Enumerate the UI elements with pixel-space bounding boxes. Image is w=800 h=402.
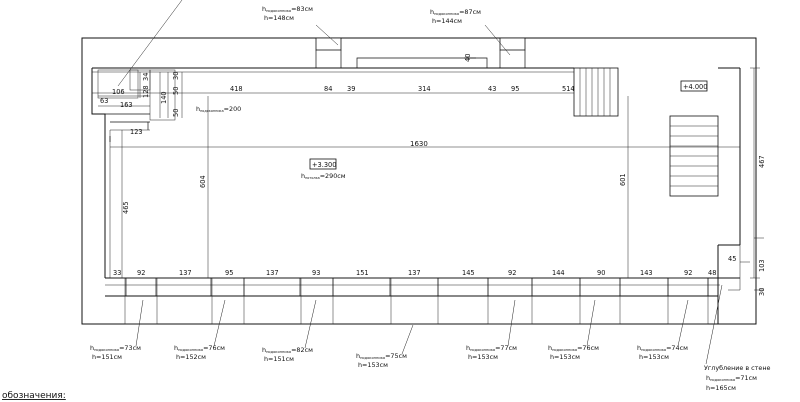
left-room-details <box>92 69 183 142</box>
top-window-openings <box>315 37 526 68</box>
top-dim-43: 43 <box>488 85 496 93</box>
dim-50a: 50 <box>172 87 180 95</box>
bottom-dim-151: 151 <box>356 269 369 277</box>
niche-sill: hподоконника=71см <box>706 374 757 382</box>
dim-123: 123 <box>130 128 143 136</box>
niche-title: Углубление в стене <box>704 364 771 372</box>
bottom-dim-137a: 137 <box>179 269 192 277</box>
vdim-467: 467 <box>758 155 766 168</box>
bottom-dim-95: 95 <box>225 269 233 277</box>
window-5-sill: hподоконника=77см <box>466 344 517 352</box>
window-6-height: h=153см <box>550 353 580 361</box>
vdim-45: 45 <box>728 255 736 263</box>
window-2-sill: hподоконника=76см <box>174 344 225 352</box>
total-length-dim: 1630 <box>410 140 428 148</box>
bottom-dim-93: 93 <box>312 269 320 277</box>
window-3-height: h=151см <box>264 355 294 363</box>
top-window-2-sill: hподоконника=87см <box>430 8 481 16</box>
level-marker-main <box>309 158 337 170</box>
vdim-465: 465 <box>122 201 130 214</box>
window-1-sill: hподоконника=73см <box>90 344 141 352</box>
dimension-lines <box>92 67 764 291</box>
building-outline <box>81 37 757 325</box>
window-6-sill: hподоконника=76см <box>548 344 599 352</box>
top-dim-514: 514 <box>562 85 575 93</box>
top-dim-163: 163 <box>120 101 133 109</box>
legend-title: обозначения: <box>2 391 66 401</box>
dim-30: 30 <box>172 72 180 80</box>
top-window-2-height: h=144см <box>432 17 462 25</box>
top-dim-39: 39 <box>347 85 355 93</box>
window-7-height: h=153см <box>639 353 669 361</box>
dim-128: 128 <box>142 85 150 98</box>
bottom-dim-48: 48 <box>708 269 716 277</box>
top-window-1-height: h=148см <box>264 14 294 22</box>
top-window-1-sill: hподоконника=83см <box>262 5 313 13</box>
bottom-dim-92: 92 <box>137 269 145 277</box>
dim-140: 140 <box>160 91 168 104</box>
window-1-height: h=151см <box>92 353 122 361</box>
top-dim-84: 84 <box>324 85 332 93</box>
window-7-sill: hподоконника=74см <box>637 344 688 352</box>
bottom-dim-137c: 137 <box>408 269 421 277</box>
vdim-103: 103 <box>758 259 766 272</box>
bottom-dim-92b: 92 <box>508 269 516 277</box>
dim-50b: 50 <box>172 109 180 117</box>
top-dim-63: 63 <box>100 97 108 105</box>
window-5-height: h=153см <box>468 353 498 361</box>
level-marker-upper <box>680 80 708 92</box>
window-3-sill: hподоконника=82см <box>262 346 313 354</box>
bottom-window-openings <box>124 277 709 325</box>
top-dim-418: 418 <box>230 85 243 93</box>
top-dim-95: 95 <box>511 85 519 93</box>
vdim-601: 601 <box>619 173 627 186</box>
staircase-lower <box>669 115 719 197</box>
level-main-text: +3.300 <box>312 161 336 169</box>
level-upper-text: +4.000 <box>683 83 707 91</box>
top-dim-106: 106 <box>112 88 125 96</box>
staircase-upper <box>573 67 619 117</box>
bottom-dim-90: 90 <box>597 269 605 277</box>
bottom-dim-137b: 137 <box>266 269 279 277</box>
bottom-dim-143: 143 <box>640 269 653 277</box>
niche-height: h=165см <box>706 384 736 392</box>
window-4-sill: hподоконника=75см <box>356 352 407 360</box>
ceiling-height: hпотолка=290см <box>301 172 346 180</box>
bottom-dim-145: 145 <box>462 269 475 277</box>
window-4-height: h=153см <box>358 361 388 369</box>
sill-height-200: hподоконника=200 <box>196 105 241 113</box>
window-2-height: h=152см <box>176 353 206 361</box>
dim-34: 34 <box>142 73 150 81</box>
leader-lines <box>117 0 723 365</box>
bottom-dim-33: 33 <box>113 269 121 277</box>
top-dim-314: 314 <box>418 85 431 93</box>
bottom-dim-144: 144 <box>552 269 565 277</box>
bottom-dim-92c: 92 <box>684 269 692 277</box>
dim-40: 40 <box>464 54 472 62</box>
vdim-604: 604 <box>199 175 207 188</box>
vdim-30: 30 <box>758 288 766 296</box>
